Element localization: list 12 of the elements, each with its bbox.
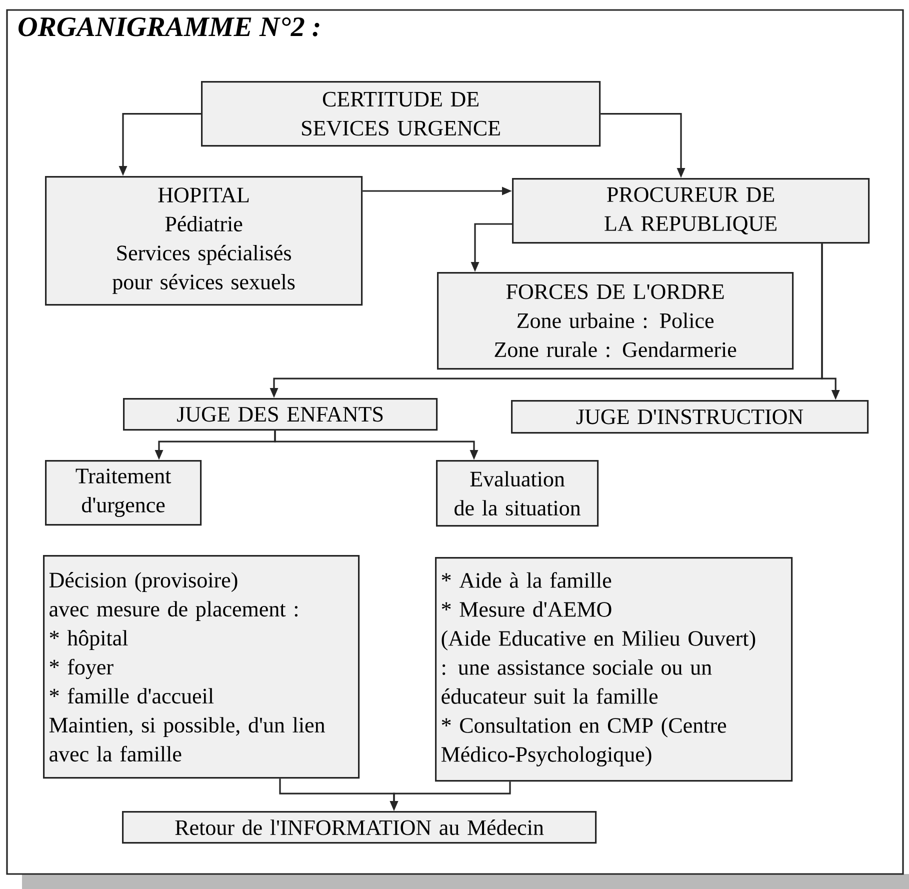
process-box: JUGE D'INSTRUCTION [511,400,869,434]
process-box: Retour de l'INFORMATION au Médecin [122,811,597,844]
title: ORGANIGRAMME N°2 : [18,17,320,36]
process-box: Evaluation de la situation [436,460,599,527]
process-box: CERTITUDE DE SEVICES URGENCE [201,81,601,147]
process-box: Traitement d'urgence [45,460,202,526]
process-box: Décision (provisoire) avec mesure de placement : * hôpital * foyer * famille d'accueil Maintien, si possible, d'un lien avec la famille [43,555,360,779]
process-box: PROCUREUR DE LA REPUBLIQUE [512,178,870,244]
process-box: * Aide à la famille * Mesure d'AEMO (Aide Educative en Milieu Ouvert) : une assistance sociale ou un éducateur suit la famille * Consultation en CMP (Centre Médico-Psychologique) [435,557,793,782]
process-box: FORCES DE L'ORDRE Zone urbaine : Police Zone rurale : Gendarmerie [437,272,794,370]
process-box: HOPITAL Pédiatrie Services spécialisés pour sévices sexuels [45,176,363,306]
process-box: JUGE DES ENFANTS [123,398,438,431]
